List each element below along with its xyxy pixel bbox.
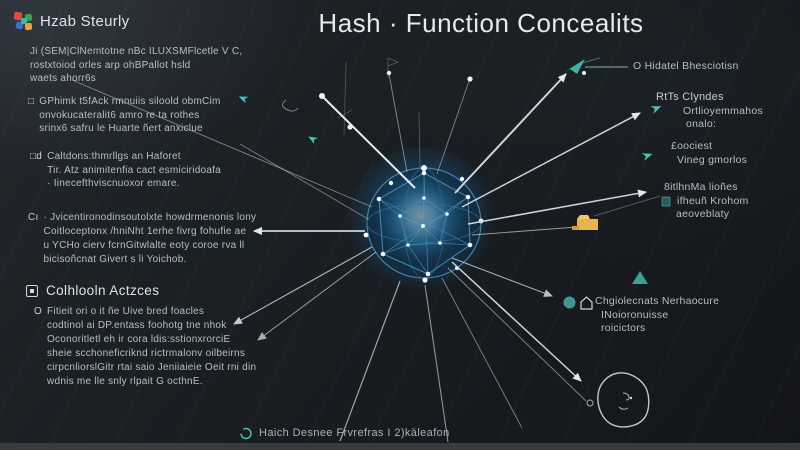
app-title: Hzab Steurly xyxy=(40,13,130,30)
right-label-1: O Hidatel Bhesciotisn xyxy=(633,60,739,72)
right-label-5: Chgiolecnats Nerhaocure INoioronuisse ro… xyxy=(595,295,719,336)
section-header-collision-attacks: Colhlooln Actzces xyxy=(26,283,159,298)
left-note-1: Ji (SEM|ClNemtotne nBc ILUXSMFlcetle V C… xyxy=(30,45,242,86)
home-outline-icon xyxy=(580,296,593,310)
mini-shield-icon xyxy=(661,196,671,207)
refresh-circle-icon xyxy=(240,427,252,440)
label-line: onalo: xyxy=(686,118,717,130)
note-line: GPhimk t5fAck rmnuiis siloold obmCim xyxy=(39,96,221,107)
bullet-square-icon: □d xyxy=(30,151,43,162)
note-line: srinx6 safru le Huarte ñert anxiclue xyxy=(39,123,203,134)
bullet-mark-icon: Cı xyxy=(28,212,39,223)
note-line: Oconoritletl eh ir cora ldis:sstionxrorc… xyxy=(47,334,231,345)
label-line: £oociest xyxy=(671,140,713,152)
left-note-3: □d Caltdons:thmrllgs an Haforet Tir. Atz… xyxy=(30,150,221,191)
right-label-2: RtTs Clyndes Ortlioyemmahos onalo: xyxy=(656,91,763,132)
note-line: Tir. Atz animitenfia cact esmiciridoafa xyxy=(47,164,221,176)
triangle-icon xyxy=(632,271,648,284)
note-line: sheie scchoneficriknd rictrmalonv oilbei… xyxy=(47,348,246,359)
bottom-bar xyxy=(0,443,800,450)
label-title: RtTs Clyndes xyxy=(656,91,724,103)
left-note-4: Cı · Jvicentironodinsoutolxte howdrmenon… xyxy=(28,211,256,267)
note-line: cirpcnliorslGitr rtai saio Jeniiaieie Oe… xyxy=(47,362,257,373)
teal-accents xyxy=(238,57,671,309)
label-line: ifheuñ Krohom xyxy=(677,194,749,207)
note-line: waets ahorr6s xyxy=(30,73,97,84)
label-line: aeoveblaty xyxy=(676,208,730,220)
label-line: roicictors xyxy=(601,322,646,334)
node-circle-icon xyxy=(563,296,576,309)
note-line: onvokucateralit6 amro re ta rothes xyxy=(39,109,200,121)
app-logo xyxy=(13,11,35,33)
page-title: Hash · Function Concealits xyxy=(318,8,644,38)
bullet-square-icon: □ xyxy=(28,96,35,107)
note-line: Caltdons:thmrllgs an Haforet xyxy=(47,151,181,162)
note-line: Ji (SEM|ClNemtotne nBc ILUXSMFlcetle V C… xyxy=(30,46,243,57)
right-label-3: £oociest Vineg gmorlos xyxy=(671,140,747,167)
note-line: codtinol ai DP.entass foohotg tne nhok xyxy=(47,320,227,331)
paper-plane-icon xyxy=(563,59,585,74)
right-label-4: 8itlhnMa lioñes ifheuñ Krohom aeoveblaty xyxy=(664,181,749,222)
note-line: Fitieit ori o it ñe Uive bred foacles xyxy=(47,306,205,317)
note-line: u YCHo cierv fcrnGitwlalte eoty coroe rv… xyxy=(43,240,245,251)
label-line: Chgiolecnats Nerhaocure xyxy=(595,295,720,307)
note-line: rostxtoiod orles arp ohBPallot hsld xyxy=(30,59,191,71)
square-outline-icon xyxy=(26,284,38,297)
note-line: · Jvicentironodinsoutolxte howdrmenonis … xyxy=(43,212,257,223)
folder-icon xyxy=(572,215,598,230)
footer-caption: Haich Desnee Frvrefras I 2)kāleafon xyxy=(259,427,450,439)
left-note-5: O Fitieit ori o it ñe Uive bred foacles … xyxy=(34,305,256,389)
section-title: Colhlooln Actzces xyxy=(46,283,160,298)
connector-arrows xyxy=(71,57,661,443)
network-sphere xyxy=(347,147,495,295)
note-line: · Iinecefthviscnuoxor emare. xyxy=(47,178,180,189)
note-line: wdnis me lle snly rlpait G octhnE. xyxy=(47,376,203,387)
note-line: Coitloceptonx /hniNht 1erhe fivrg fohufi… xyxy=(43,226,247,237)
label-line: Ortlioyemmahos xyxy=(683,104,763,117)
label-line: INoioronuisse xyxy=(601,308,669,321)
left-note-2: □ GPhimk t5fAck rmnuiis siloold obmCim o… xyxy=(28,95,221,136)
blob-sketch xyxy=(597,372,650,428)
label-line: 8itlhnMa lioñes xyxy=(664,181,738,193)
label-line: Vineg gmorlos xyxy=(677,153,748,166)
note-line: bicisoñcnat Givert s li Yoichob. xyxy=(43,254,187,265)
bullet-circle-icon: O xyxy=(34,306,43,317)
